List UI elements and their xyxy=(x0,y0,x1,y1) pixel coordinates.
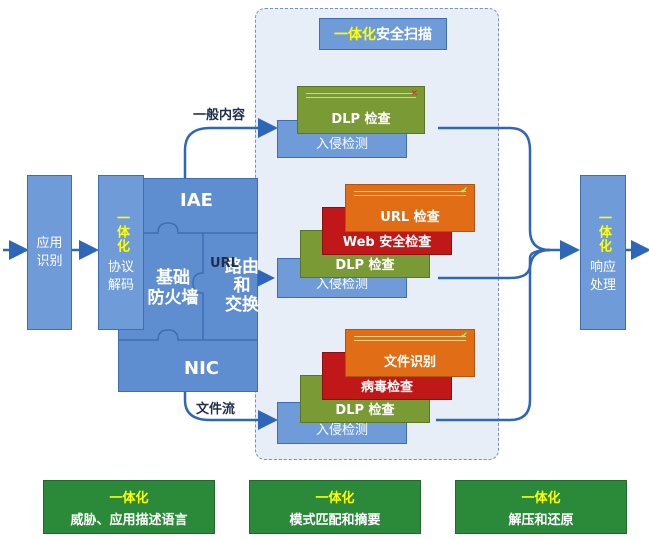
url-check-box: ✔ URL 检查 xyxy=(345,184,475,232)
scan-title-prefix: 一体化 xyxy=(334,27,376,43)
file-recognition-label: 文件识别 xyxy=(383,354,436,370)
top-dlp-label: DLP 检查 xyxy=(331,111,391,127)
url-check-mark-icon: ✔ xyxy=(460,186,468,196)
protocol-label: 协议 解码 xyxy=(107,259,134,293)
file-recognition-lines xyxy=(354,336,466,344)
mid-out-line xyxy=(438,248,551,280)
top-dlp-lines xyxy=(306,93,416,101)
decompress-label: 解压和还原 xyxy=(508,512,574,528)
file-recognition-mark-icon: ✔ xyxy=(460,331,468,341)
response-label: 响应 处理 xyxy=(589,259,616,293)
response-box: 一体化 响应 处理 xyxy=(580,175,626,330)
threat-language-label: 威胁、应用描述语言 xyxy=(70,512,188,528)
url-check-lines xyxy=(354,191,466,199)
mid-ips-box: 入侵检测 xyxy=(277,258,407,298)
threat-language-prefix: 一体化 xyxy=(109,490,149,506)
top-dlp-box: ✕ DLP 检查 xyxy=(297,86,425,134)
iae-label: IAE xyxy=(180,190,213,211)
routing-label: 路由 和 交换 xyxy=(225,257,259,315)
protocol-prefix: 一体化 xyxy=(114,210,129,253)
pattern-matching-prefix: 一体化 xyxy=(315,490,355,506)
web-check-label: Web 安全检查 xyxy=(342,234,432,250)
bottom-out-line xyxy=(436,248,551,422)
scan-title-suffix: 安全扫描 xyxy=(376,27,432,43)
top-out-line xyxy=(438,126,580,260)
mid-ips-label: 入侵检测 xyxy=(315,277,368,292)
basic-firewall-label: 基础 防火墙 xyxy=(147,268,199,308)
top-ips-label: 入侵检测 xyxy=(315,137,368,152)
top-dlp-x-icon: ✕ xyxy=(410,89,418,99)
bottom-dlp-label: DLP 检查 xyxy=(335,402,395,418)
puzzle-lines xyxy=(118,222,258,341)
file-stream-label: 文件流 xyxy=(196,402,236,417)
protocol-decode-box: 一体化 协议 解码 xyxy=(98,175,144,330)
url-check-label: URL 检查 xyxy=(380,209,440,225)
pattern-matching-box: 一体化 模式匹配和摘要 xyxy=(249,480,421,534)
url-flow-label: URL xyxy=(210,256,239,271)
app-recognition-box: 应用 识别 xyxy=(27,175,72,330)
decompress-box: 一体化 解压和还原 xyxy=(455,480,627,534)
app-recognition-label: 应用 识别 xyxy=(36,235,63,269)
general-content-label: 一般内容 xyxy=(193,108,246,123)
threat-language-box: 一体化 威胁、应用描述语言 xyxy=(43,480,215,534)
nic-label: NIC xyxy=(184,358,219,379)
decompress-prefix: 一体化 xyxy=(521,490,561,506)
file-recognition-box: ✔ 文件识别 xyxy=(345,329,475,377)
response-prefix: 一体化 xyxy=(596,210,611,253)
bottom-ips-label: 入侵检测 xyxy=(315,423,368,438)
pattern-matching-label: 模式匹配和摘要 xyxy=(289,512,381,528)
mid-dlp-label: DLP 检查 xyxy=(335,257,395,273)
virus-check-label: 病毒检查 xyxy=(360,379,413,395)
scan-title: 一体化安全扫描 xyxy=(319,18,447,50)
